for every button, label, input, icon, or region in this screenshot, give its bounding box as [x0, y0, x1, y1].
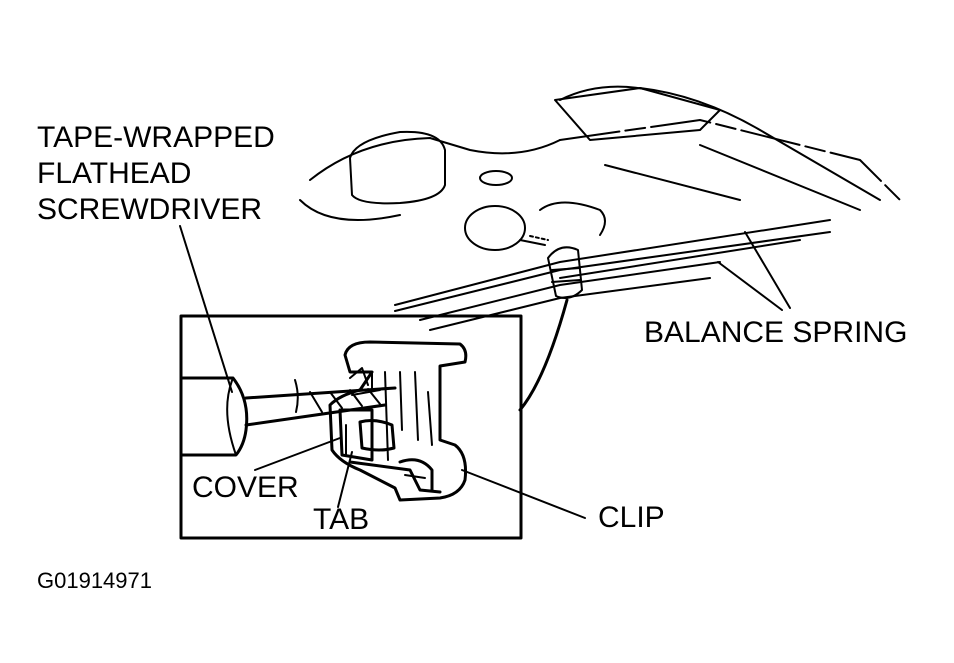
label-balance-spring: BALANCE SPRING	[644, 316, 908, 349]
balance-spring-rods	[394, 205, 831, 331]
label-cover: COVER	[192, 471, 299, 504]
label-tab: TAB	[313, 503, 370, 536]
label-screwdriver-line3: SCREWDRIVER	[37, 193, 263, 226]
label-screwdriver-line1: TAPE-WRAPPED	[37, 121, 275, 154]
label-clip: CLIP	[598, 501, 665, 534]
leader-lines	[179, 225, 791, 519]
label-screwdriver-line2: FLATHEAD	[37, 157, 192, 190]
detail-inset	[179, 314, 523, 540]
liftgate-panel	[299, 85, 901, 236]
figure-id: G01914971	[37, 568, 152, 593]
